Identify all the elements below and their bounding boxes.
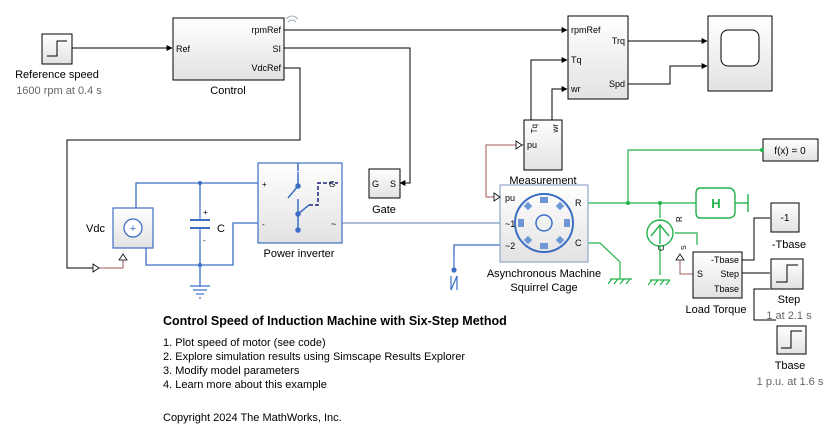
constant-label: -Tbase [772, 239, 806, 251]
inverter-port-minus: - [262, 220, 265, 229]
tbase-block[interactable]: Tbase 1 p.u. at 1.6 s [757, 325, 824, 388]
solver-junction [760, 148, 764, 152]
inverter-port-ac: ~ [331, 219, 336, 229]
description-item-4[interactable]: 4. Learn more about this example [163, 379, 327, 391]
neutral-port-icon [450, 258, 458, 291]
model-title: Control Speed of Induction Machine with … [163, 314, 507, 328]
solver-configuration-text: f(x) = 0 [774, 146, 806, 157]
plot-port-spd: Spd [609, 79, 625, 89]
vdc-input-arrow [92, 263, 100, 273]
inverter-port-plus: + [262, 180, 267, 189]
mechanical-junctions [626, 201, 662, 205]
load-torque-port-step: Step [720, 269, 739, 279]
solver-configuration-block[interactable]: f(x) = 0 [762, 138, 819, 162]
measurement-port-wr: wr [551, 124, 560, 134]
tbase-sub: 1 p.u. at 1.6 s [757, 376, 824, 388]
measurement-port-pu: pu [527, 140, 537, 150]
electrical-junctions [198, 181, 202, 267]
inertia-icon[interactable]: H [695, 187, 749, 219]
plot-port-rpmref: rpmRef [571, 25, 601, 35]
step-label: Step [778, 294, 801, 306]
mechanical-ground-icon [607, 262, 632, 285]
capacitor-block[interactable]: + - C [190, 202, 225, 245]
svg-text:H: H [711, 196, 720, 211]
load-torque-body[interactable]: -Tbase Step Tbase S Load Torque [686, 251, 747, 316]
torque-source-block[interactable]: C R S [646, 216, 688, 251]
signal-lines [66, 27, 776, 321]
machine-label-line1: Asynchronous Machine [487, 268, 601, 280]
physical-signal-lines [97, 144, 693, 275]
plot-port-wr: wr [570, 84, 581, 94]
control-port-ref: Ref [176, 44, 191, 54]
machine-port-1: ~1 [505, 219, 515, 229]
load-torque-port-tbase: Tbase [714, 284, 739, 294]
reference-speed-sub: 1600 rpm at 0.4 s [16, 85, 102, 97]
constant-value: -1 [781, 213, 790, 224]
scope-block[interactable] [707, 15, 773, 92]
gate-block[interactable]: G S Gate [368, 168, 401, 216]
electrical-ground-icon [190, 285, 210, 299]
capacitor-minus: - [203, 236, 206, 245]
inverter-label: Power inverter [264, 248, 335, 260]
plot-port-tq: Tq [571, 55, 582, 65]
step-sub: 1 at 2.1 s [766, 310, 812, 322]
machine-port-2: ~2 [505, 241, 515, 251]
control-port-vdcref: VdcRef [251, 63, 281, 73]
control-port-rpmref: rpmRef [251, 25, 281, 35]
measurement-input-arrow [515, 140, 523, 150]
machine-label-line2: Squirrel Cage [510, 282, 577, 294]
wifi-icon [285, 15, 299, 23]
load-torque-label: Load Torque [686, 304, 747, 316]
control-label: Control [210, 85, 245, 97]
gate-port-s: S [390, 179, 396, 189]
measurement-block[interactable]: Tq wr pu Measurement [509, 119, 577, 187]
measurement-port-tq: Tq [530, 124, 539, 133]
power-inverter-block[interactable]: + - G ~ Power inverter [257, 162, 343, 260]
capacitor-plus: + [203, 208, 208, 217]
control-block[interactable]: Ref rpmRef SI VdcRef Control [172, 17, 285, 97]
measurement-label: Measurement [509, 175, 576, 187]
scope-screen-icon [720, 29, 760, 67]
electrical-lines [135, 182, 500, 286]
machine-port-c: C [575, 238, 582, 248]
vdc-label: Vdc [86, 223, 105, 235]
inverter-port-g: G [329, 180, 335, 189]
switch-icon [287, 163, 310, 233]
reference-speed-block[interactable]: Reference speed 1600 rpm at 0.4 s [15, 33, 102, 97]
description-item-2[interactable]: 2. Explore simulation results using Sims… [163, 351, 466, 363]
plot-port-trq: Trq [612, 36, 625, 46]
machine-pu-arrow [493, 192, 501, 202]
step-block[interactable]: Step 1 at 2.1 s [766, 258, 812, 322]
capacitor-label: C [217, 223, 225, 235]
torque-source-port-s: S [681, 245, 688, 250]
vdc-block[interactable]: + Vdc [86, 207, 154, 249]
mechanical-lines [588, 149, 762, 275]
description-item-1[interactable]: 1. Plot speed of motor (see code) [163, 337, 326, 349]
asynchronous-machine-block[interactable]: pu ~1 ~2 R C Asynchronous Machine Squirr… [487, 184, 601, 294]
plot-subsystem-block[interactable]: rpmRef Tq wr Trq Spd [567, 15, 629, 100]
load-torque-port-tbase-neg: -Tbase [711, 255, 739, 265]
svg-text:+: + [130, 223, 136, 235]
reference-speed-label: Reference speed [15, 69, 99, 81]
machine-port-pu: pu [505, 193, 515, 203]
vdc-ps-arrow [118, 253, 128, 261]
gate-label: Gate [372, 204, 396, 216]
control-port-si: SI [272, 44, 281, 54]
torque-source-port-c: C [657, 245, 666, 251]
load-torque-port-s: S [697, 269, 703, 279]
dc-source-icon [123, 218, 143, 238]
torque-source-ps-arrow [675, 253, 685, 261]
mechanical-ground-2-icon [647, 279, 671, 286]
torque-source-port-r: R [675, 216, 684, 222]
tbase-label: Tbase [775, 360, 806, 372]
machine-port-r: R [575, 198, 582, 208]
constant-block[interactable]: -1 -Tbase [770, 202, 806, 251]
gate-port-g: G [372, 179, 379, 189]
description-item-3[interactable]: 3. Modify model parameters [163, 365, 300, 377]
copyright: Copyright 2024 The MathWorks, Inc. [163, 412, 342, 424]
